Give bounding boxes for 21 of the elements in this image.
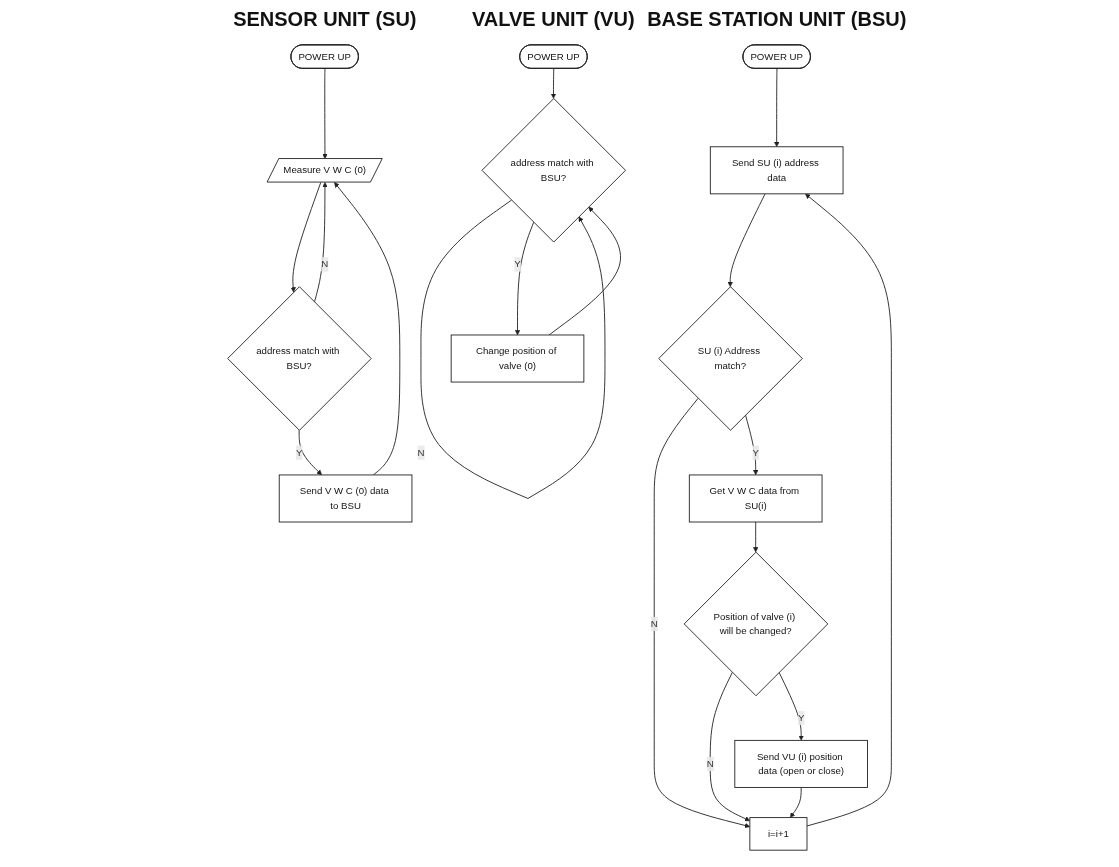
edge-label: N [650, 618, 658, 629]
column-heading: VALVE UNIT (VU) [471, 8, 635, 31]
node-box: Send SU (i) address data [709, 146, 844, 195]
node-box: Get V W C data from SU(i) [688, 474, 823, 523]
node-diamond: address match with BSU? [227, 286, 372, 431]
edge-label: Y [514, 258, 521, 270]
node-diamond: SU (i) Address match? [658, 286, 803, 431]
edge-label: N [321, 258, 329, 270]
edge-label: Y [797, 712, 805, 723]
node-box: Change position of valve (0) [450, 334, 585, 383]
column-heading: SENSOR UNIT (SU) [233, 8, 417, 31]
node-box: Send V W C (0) data to BSU [278, 474, 413, 523]
node-diamond: address match with BSU? [481, 98, 626, 243]
edge-label: N [706, 758, 714, 769]
edge-label: Y [295, 447, 303, 458]
node-box: i=i+1 [749, 817, 808, 851]
edge-label: N [417, 447, 425, 458]
column-heading: BASE STATION UNIT (BSU) [647, 8, 907, 31]
node-diamond: Position of valve (i) will be changed? [683, 551, 829, 697]
edge-label: Y [752, 447, 759, 458]
node-box: Send VU (i) position data (open or close) [734, 739, 868, 788]
